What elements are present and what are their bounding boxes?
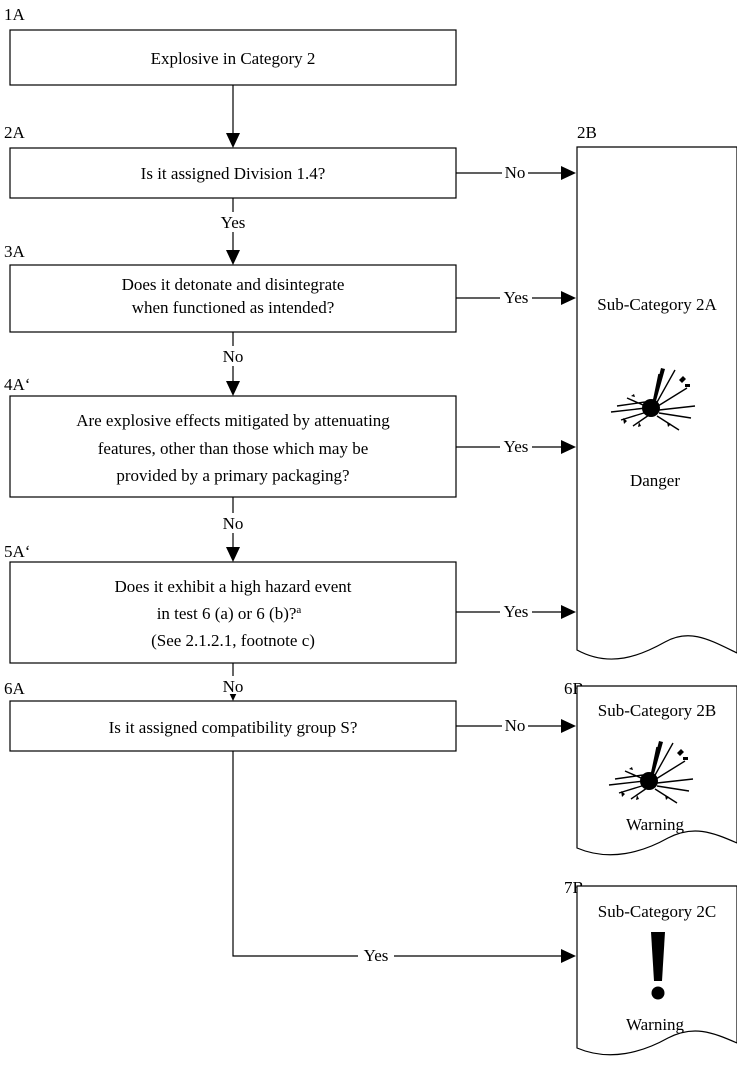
result-7b: Sub-Category 2C Warning [576,885,737,1056]
edge-label-6a-no: No [502,715,528,735]
box-4a-text-line3: provided by a primary packaging? [116,466,349,485]
box-4a-text-line1: Are explosive effects mitigated by atten… [76,411,390,430]
edge-label-5a-yes: Yes [500,601,532,621]
svg-text:No: No [223,677,244,696]
edge-label-2a-yes: Yes [218,212,248,232]
box-5a-text-line1: Does it exhibit a high hazard event [115,577,352,596]
edge-label-2a-no: No [502,162,528,182]
edge-label-4a-yes: Yes [500,436,532,456]
box-5a: Does it exhibit a high hazard event in t… [9,561,457,664]
edge-label-3a-yes: Yes [500,287,532,307]
node-id-3a: 3A [4,242,26,261]
box-2a: Is it assigned Division 1.4? [9,147,457,199]
box-3a-text-line2: when functioned as intended? [132,298,335,317]
svg-text:Yes: Yes [221,213,246,232]
edge-label-3a-no: No [220,346,246,366]
edge-label-4a-no: No [220,513,246,533]
node-id-1a: 1A [4,5,26,24]
result-7b-signal-word: Warning [626,1015,685,1034]
result-7b-title: Sub-Category 2C [598,902,717,921]
node-id-2a: 2A [4,123,26,142]
node-id-5a: 5A‘ [4,542,30,561]
box-5a-text-line2: in test 6 (a) or 6 (b)?a [157,604,302,623]
box-4a-text-line2: features, other than those which may be [98,439,369,458]
edge-label-6a-yes: Yes [358,945,394,965]
svg-text:No: No [505,163,526,182]
box-4a: Are explosive effects mitigated by atten… [9,395,457,498]
result-2b-title: Sub-Category 2A [597,295,717,314]
result-6b: Sub-Category 2B Warning [576,685,737,856]
svg-text:Yes: Yes [504,288,529,307]
node-id-6a: 6A [4,679,26,698]
box-1a: Explosive in Category 2 [9,29,457,86]
node-id-2b: 2B [577,123,597,142]
box-6a-text: Is it assigned compatibility group S? [109,718,358,737]
box-1a-text: Explosive in Category 2 [151,49,316,68]
result-2b: Sub-Category 2A Danger [576,146,737,660]
box-3a: Does it detonate and disintegrate when f… [9,264,457,333]
box-3a-text-line1: Does it detonate and disintegrate [122,275,345,294]
svg-text:No: No [223,514,244,533]
exclamation-mark-icon [651,932,665,1000]
svg-text:No: No [505,716,526,735]
svg-text:Yes: Yes [504,437,529,456]
connector-1a-2a [226,85,240,148]
edge-label-5a-no: No [220,676,246,696]
connector-6a-7b [232,751,576,963]
result-6b-signal-word: Warning [626,815,685,834]
box-5a-text-line3: (See 2.1.2.1, footnote c) [151,631,315,650]
box-6a: Is it assigned compatibility group S? [9,700,457,752]
box-2a-text: Is it assigned Division 1.4? [141,164,326,183]
node-id-4a: 4A‘ [4,375,30,394]
result-6b-title: Sub-Category 2B [598,701,717,720]
svg-text:No: No [223,347,244,366]
svg-text:Yes: Yes [504,602,529,621]
result-2b-signal-word: Danger [630,471,680,490]
svg-text:Yes: Yes [364,946,389,965]
